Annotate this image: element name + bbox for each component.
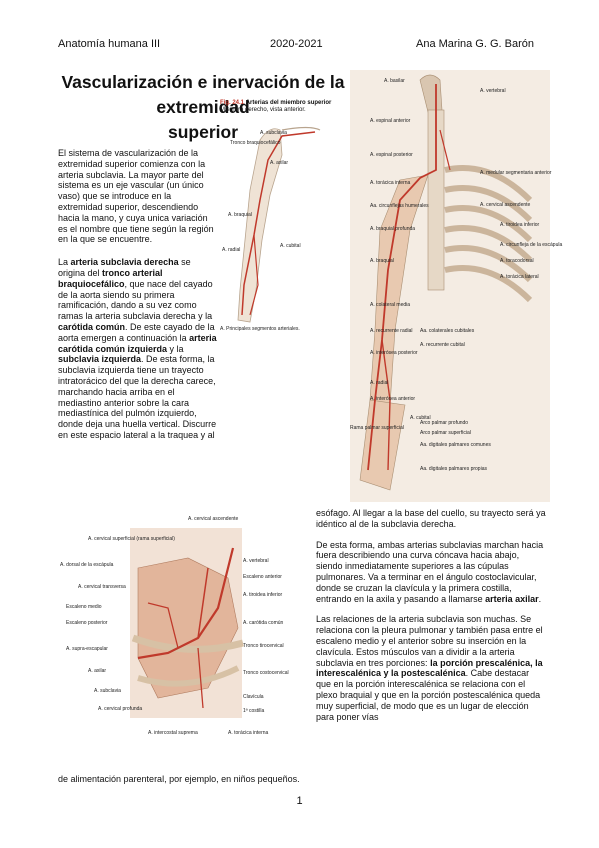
- arm-illustration: [237, 126, 321, 323]
- figure-subclavia-region: A. cervical ascendente A. vertebral Esca…: [58, 508, 310, 748]
- text: y la: [167, 343, 184, 354]
- label: A. basilar: [384, 78, 405, 84]
- label: Aa. circunflejas humerales: [370, 203, 429, 209]
- header-year: 2020-2021: [270, 38, 323, 50]
- label: Aa. digitales palmares comunes: [420, 442, 491, 448]
- label: Tronco costocervical: [243, 670, 289, 676]
- right-column: esófago. Al llegar a la base del cuello,…: [316, 508, 546, 732]
- label: Tronco tirocervical: [243, 643, 284, 649]
- label: A. tiroidea inferior: [243, 592, 283, 598]
- label: Aa. digitales palmares propias: [420, 466, 487, 472]
- label: A. cervical profunda: [98, 706, 143, 712]
- text: se origina del: [58, 257, 191, 278]
- title-line-2: extremidad: [156, 97, 250, 117]
- term-tronco-braquiocefalico: tronco arterial braquiocefálico: [58, 267, 163, 289]
- title-line-3: superior: [167, 122, 239, 142]
- label: A. subclavia: [94, 688, 121, 694]
- label: Clavícula: [243, 694, 264, 700]
- header-author: Ana Marina G. G. Barón: [416, 38, 534, 50]
- figure-subtitle: Miembro derecho, vista anterior.: [220, 107, 306, 113]
- label: A. torácica interna: [370, 180, 411, 186]
- label: A. torácica lateral: [500, 274, 539, 280]
- label: A. interósea anterior: [370, 396, 416, 402]
- label: A. torácica interna: [228, 730, 269, 736]
- left-column: El sistema de vascularización de la extr…: [58, 148, 218, 451]
- closing-line: de alimentación parenteral, por ejemplo,…: [58, 774, 300, 784]
- label: A. carótida común: [243, 620, 284, 626]
- label: A. medular segmentaria anterior: [480, 170, 552, 176]
- subclavia-paragraph: La arteria subclavia derecha se origina …: [58, 257, 218, 441]
- figure-caption: Fig. 24.1 Arterias del miembro superior …: [220, 100, 345, 114]
- label: A. cervical transversa: [78, 584, 126, 590]
- label: A. toracodorsal: [500, 258, 534, 264]
- term-porciones: la porción prescalénica, la interescalén…: [316, 657, 543, 679]
- label: A. braquial: [228, 212, 252, 218]
- label: A. interósea posterior: [370, 350, 418, 356]
- text: La: [58, 257, 71, 268]
- text: , que nace del cayado de la aorta siendo…: [58, 278, 213, 322]
- label: 1ª costilla: [243, 708, 265, 714]
- label: A. subclavia: [260, 130, 287, 136]
- relaciones-paragraph: Las relaciones de la arteria subclavia s…: [316, 614, 546, 722]
- figure-thorax-arm: A. basilar A. espinal anterior A. espina…: [350, 70, 562, 502]
- esofago-paragraph: esófago. Al llegar a la base del cuello,…: [316, 508, 546, 529]
- text: . De esta forma, la subclavia izquierda …: [58, 354, 217, 440]
- label: Escaleno medio: [66, 604, 102, 610]
- figure-title: Arterias del miembro superior: [245, 100, 332, 106]
- header-course: Anatomía humana III: [58, 38, 161, 50]
- label: A. intercostal suprema: [148, 730, 198, 736]
- label: A. supra-escapular: [66, 646, 108, 652]
- label: A. cervical ascendente: [188, 516, 239, 522]
- label: A. vertebral: [480, 88, 506, 94]
- label: Escaleno posterior: [66, 620, 108, 626]
- figure-footer: A. Principales segmentos arteriales.: [220, 326, 300, 332]
- label: Aa. colaterales cubitales: [420, 328, 475, 334]
- term-subclavia-izquierda: subclavia izquierda: [58, 354, 142, 365]
- page-number: 1: [296, 795, 303, 807]
- text: . De este cayado de la aorta emergen a c…: [58, 321, 215, 343]
- label: A. cubital: [410, 415, 431, 421]
- label: A. cervical superficial (rama superficia…: [88, 536, 175, 542]
- term-carotida-comun: carótida común: [58, 321, 126, 332]
- label: Arco palmar profundo: [420, 420, 469, 426]
- label: A. braquial profunda: [370, 226, 416, 232]
- title-line-1: Vascularización e inervación de la: [61, 72, 345, 92]
- label: A. colateral media: [370, 302, 411, 308]
- label: A. braquial: [370, 258, 394, 264]
- term-carotida-izquierda: arteria carótida común izquierda: [58, 332, 217, 354]
- label: Rama palmar superficial: [350, 425, 404, 431]
- label: A. radial: [222, 247, 241, 253]
- text: De esta forma, ambas arterias subclavias…: [316, 539, 544, 604]
- label: A. radial: [370, 380, 389, 386]
- text: . Cabe destacar que en la porción intere…: [316, 668, 541, 722]
- trayecto-paragraph: De esta forma, ambas arterias subclavias…: [316, 540, 546, 605]
- label: A. tiroidea inferior: [500, 222, 540, 228]
- label: A. recurrente radial: [370, 328, 413, 334]
- label: A. vertebral: [243, 558, 269, 564]
- label: A. axilar: [88, 668, 107, 674]
- label: Arco palmar superficial: [420, 430, 471, 436]
- figure-arm-arteries: Fig. 24.1 Arterias del miembro superior …: [220, 100, 340, 335]
- text: .: [538, 593, 542, 604]
- term-subclavia-derecha: arteria subclavia derecha: [70, 257, 179, 268]
- label: Escaleno anterior: [243, 574, 282, 580]
- label: A. axilar: [270, 160, 289, 166]
- thorax-illustration: [350, 70, 550, 502]
- intro-paragraph: El sistema de vascularización de la extr…: [58, 148, 214, 245]
- label: A. recurrente cubital: [420, 342, 465, 348]
- text: Las relaciones de la arteria subclavia s…: [316, 614, 543, 668]
- term-arteria-axilar: arteria axilar: [485, 593, 539, 604]
- label: A. espinal posterior: [370, 152, 413, 158]
- label: A. espinal anterior: [370, 118, 411, 124]
- label: A. cervical ascendente: [480, 202, 531, 208]
- label: A. dorsal de la escápula: [60, 562, 114, 568]
- figure-number: Fig. 24.1: [220, 100, 245, 106]
- label: A. circunfleja de la escápula: [500, 242, 563, 248]
- label: Tronco braquiocefálico: [230, 140, 281, 146]
- page-title: Vascularización e inervación de la extre…: [58, 70, 348, 145]
- label: A. cubital: [280, 243, 301, 249]
- subclavia-illustration: [130, 528, 244, 718]
